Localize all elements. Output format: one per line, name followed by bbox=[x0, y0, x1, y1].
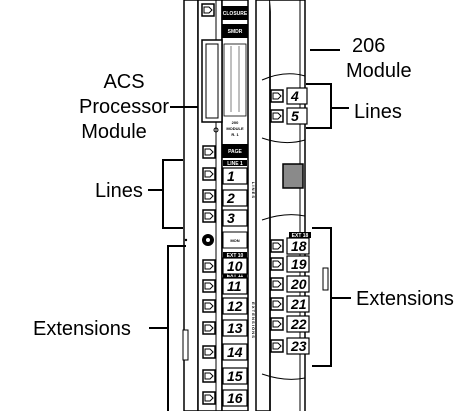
acs-line-port-2: 2 bbox=[222, 189, 248, 207]
card-slot bbox=[201, 39, 223, 123]
acs-ext-jack-14[interactable] bbox=[202, 345, 216, 359]
label-lines-right-text: Lines bbox=[354, 101, 402, 123]
m206-line-jack-4[interactable] bbox=[270, 89, 284, 103]
m206-ext-port-22-number: 22 bbox=[290, 316, 307, 332]
m206-ext-port-19: 19 bbox=[286, 255, 310, 273]
acs-ext-port-16-number: 16 bbox=[227, 390, 243, 406]
ext-group-tag-b: EXT 11 bbox=[227, 273, 244, 279]
m206-ext-port-23-number: 23 bbox=[290, 338, 307, 354]
acs-line-port-3-number: 3 bbox=[227, 210, 235, 226]
extensions-side-text: E X T E N S I O N S bbox=[251, 302, 256, 338]
acs-ext-port-12: 12 bbox=[222, 297, 248, 315]
label-206-line2: Module bbox=[346, 60, 412, 82]
label-acs-line3: Module bbox=[81, 121, 147, 143]
acs-ext-port-12-number: 12 bbox=[227, 298, 243, 314]
label-lines-left-text: Lines bbox=[95, 180, 143, 202]
m206-ext-port-21-number: 21 bbox=[290, 296, 307, 312]
label-lines-right: Lines bbox=[306, 83, 402, 129]
acs-ext-jack-11[interactable] bbox=[202, 279, 216, 293]
acs-ext-port-14-number: 14 bbox=[227, 344, 243, 360]
m206-ext-port-18-number: 18 bbox=[291, 238, 307, 254]
m206-ext-jack-22[interactable] bbox=[270, 317, 284, 331]
module-tag-line3: R. 1 bbox=[231, 132, 239, 137]
acs-ext-port-13-number: 13 bbox=[227, 320, 243, 336]
m206-line-port-5-number: 5 bbox=[291, 108, 299, 124]
acs-ext-port-10-number: 10 bbox=[227, 258, 243, 274]
ext-group-tag-a: EXT 10 bbox=[227, 253, 244, 259]
acs-ext-port-11: 11 bbox=[222, 277, 248, 295]
acs-line-jack-3[interactable] bbox=[202, 209, 216, 223]
acs-line-jack-2[interactable] bbox=[202, 167, 216, 181]
label-extensions-left: Extensions bbox=[33, 245, 186, 411]
acs-line-jack-extra[interactable] bbox=[202, 189, 216, 203]
mon-button[interactable]: MON bbox=[222, 231, 248, 249]
closure-button[interactable]: CLOSURE bbox=[222, 6, 248, 20]
m206-ext-port-23: 23 bbox=[286, 337, 310, 355]
m206-ext-port-20: 20 bbox=[286, 275, 310, 293]
label-206-module: 206 Module bbox=[310, 35, 412, 82]
m206-line-port-4: 4 bbox=[286, 87, 308, 105]
module-tag: 200 MODULE R. 1 bbox=[226, 120, 244, 137]
m206-ext-jack-21[interactable] bbox=[270, 297, 284, 311]
m206-line-port-5: 5 bbox=[286, 107, 308, 125]
m206-line-port-4-number: 4 bbox=[290, 88, 299, 104]
m206-ext-port-18: 18 bbox=[286, 237, 310, 255]
mon-jack-icon[interactable] bbox=[202, 234, 214, 246]
page-button[interactable]: PAGE bbox=[222, 144, 248, 158]
mon-label: MON bbox=[230, 238, 239, 243]
acs-ext-port-14: 14 bbox=[222, 343, 248, 361]
m206-ext-port-20-number: 20 bbox=[290, 276, 307, 292]
acs-line-jack-1[interactable] bbox=[202, 145, 216, 159]
label-extensions-right: Extensions bbox=[312, 227, 454, 367]
acs-ext-jack-12[interactable] bbox=[202, 299, 216, 313]
slot-rotated-labels bbox=[223, 43, 247, 117]
page-label: PAGE bbox=[228, 149, 242, 155]
closure-label: CLOSURE bbox=[223, 11, 248, 17]
m206-line-jack-5[interactable] bbox=[270, 109, 284, 123]
label-acs-line1: ACS bbox=[103, 71, 144, 93]
acs-line-port-3: 3 bbox=[222, 209, 248, 227]
m206-ext-jack-20[interactable] bbox=[270, 277, 284, 291]
acs-ext-jack-10[interactable] bbox=[202, 259, 216, 273]
acs-ext-jack-16[interactable] bbox=[202, 391, 216, 405]
label-lines-left: Lines bbox=[95, 159, 183, 229]
m206-ext-port-22: 22 bbox=[286, 315, 310, 333]
label-acs-line2: Processor bbox=[79, 96, 169, 118]
lines-side-text: L I N E S bbox=[251, 182, 256, 198]
acs-line-port-1-number: 1 bbox=[227, 168, 235, 184]
label-206-line1: 206 bbox=[352, 35, 385, 57]
label-acs-module: ACS Processor Module bbox=[79, 71, 198, 143]
acs-line-port-1: 1 bbox=[222, 167, 248, 185]
module206-port-list: 4 5 18 19 20 21 22 23 bbox=[270, 87, 310, 355]
line-group-tag: LINE 1 bbox=[227, 161, 243, 167]
acs-ext-port-10: 10 bbox=[222, 257, 248, 275]
acs-line-port-2-number: 2 bbox=[226, 190, 235, 206]
m206-ext-port-21: 21 bbox=[286, 295, 310, 313]
acs-top-jack[interactable] bbox=[201, 3, 215, 17]
acs-ext-jack-15[interactable] bbox=[202, 369, 216, 383]
smdr-label: SMDR bbox=[228, 29, 243, 35]
module-tag-line1: 200 bbox=[232, 120, 239, 125]
acs-ext-port-11-number: 11 bbox=[227, 278, 242, 294]
acs-ext-jack-13[interactable] bbox=[202, 321, 216, 335]
acs-ext-port-13: 13 bbox=[222, 319, 248, 337]
module206-ext-tag: EXT 18 bbox=[292, 233, 309, 239]
m206-ext-jack-23[interactable] bbox=[270, 339, 284, 353]
acs-ext-port-15-number: 15 bbox=[227, 368, 243, 384]
acs-ext-port-16: 16 bbox=[222, 389, 248, 407]
m206-ext-jack-18[interactable] bbox=[270, 239, 284, 253]
m206-ext-jack-19[interactable] bbox=[270, 257, 284, 271]
smdr-button[interactable]: SMDR bbox=[222, 24, 248, 38]
label-extensions-right-text: Extensions bbox=[356, 288, 454, 310]
m206-ext-port-19-number: 19 bbox=[291, 256, 307, 272]
label-extensions-left-text: Extensions bbox=[33, 318, 131, 340]
module-tag-line2: MODULE bbox=[226, 126, 244, 131]
acs-ext-port-15: 15 bbox=[222, 367, 248, 385]
